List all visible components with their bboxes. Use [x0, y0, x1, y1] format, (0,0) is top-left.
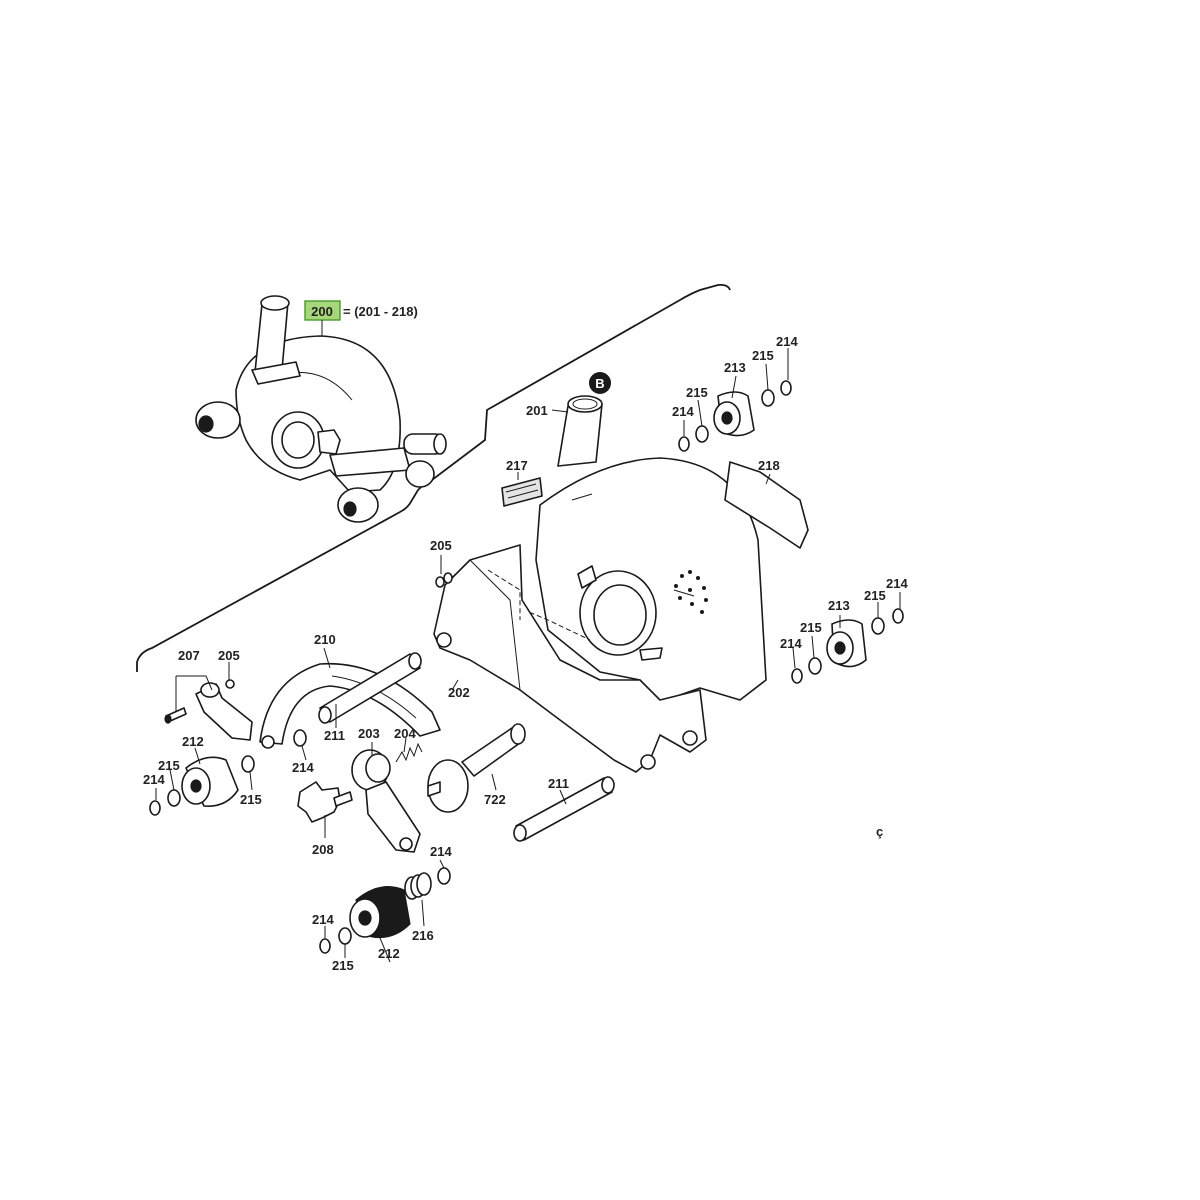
- label-214-d: 214: [780, 636, 802, 651]
- roller-213-upper: [713, 391, 755, 437]
- screws-205: [225, 572, 453, 689]
- label-216: 216: [412, 928, 434, 943]
- label-215-a: 215: [686, 385, 708, 400]
- label-214-g: 214: [430, 844, 452, 859]
- bracket-203: [351, 749, 421, 853]
- label-215-b: 215: [752, 348, 774, 363]
- label-215-c: 215: [864, 588, 886, 603]
- seal-strip-218: [724, 461, 809, 549]
- roller-212-left: [181, 756, 239, 807]
- label-212-left: 212: [182, 734, 204, 749]
- label-202: 202: [448, 685, 470, 700]
- label-204: 204: [394, 726, 416, 741]
- label-201: 201: [526, 403, 548, 418]
- label-205-upper: 205: [430, 538, 452, 553]
- spring-216: [404, 872, 432, 900]
- roller-212-bottom: [349, 886, 411, 939]
- lever-207: [164, 682, 253, 741]
- roller-213-lower: [826, 619, 867, 668]
- label-212-bottom: 212: [378, 946, 400, 961]
- label-plate-217: [501, 477, 543, 507]
- pin-211-lower: [513, 776, 615, 842]
- label-722: 722: [484, 792, 506, 807]
- label-215-e: 215: [158, 758, 180, 773]
- label-215-g: 215: [332, 958, 354, 973]
- label-205-lower: 205: [218, 648, 240, 663]
- side-handle-722: [427, 723, 526, 813]
- assembly-number-label: 200: [311, 304, 333, 319]
- label-207: 207: [178, 648, 200, 663]
- leader-lines: [155, 348, 901, 963]
- reference-marker-letter: B: [595, 376, 604, 391]
- label-214-e: 214: [143, 772, 165, 787]
- label-214-f: 214: [292, 760, 314, 775]
- label-211-upper: 211: [324, 728, 345, 743]
- label-203: 203: [358, 726, 380, 741]
- label-208: 208: [312, 842, 334, 857]
- assembly-range-label: = (201 - 218): [343, 304, 418, 319]
- label-218: 218: [758, 458, 780, 473]
- label-210: 210: [314, 632, 336, 647]
- retaining-rings: [149, 380, 904, 954]
- label-214-h: 214: [312, 912, 334, 927]
- guard-vent-holes: [674, 570, 708, 614]
- assembly-overview-drawing: [195, 295, 447, 523]
- label-215-f: 215: [240, 792, 262, 807]
- guard-plate-202: [433, 544, 707, 773]
- label-214-b: 214: [776, 334, 798, 349]
- label-214-a: 214: [672, 404, 694, 419]
- reference-marker-b: [589, 372, 611, 394]
- label-215-d: 215: [800, 620, 822, 635]
- label-213-upper: 213: [724, 360, 746, 375]
- spring-204: [395, 742, 423, 763]
- star-knob-208: [297, 781, 341, 823]
- label-211-lower: 211: [548, 776, 569, 791]
- label-213-lower: 213: [828, 598, 850, 613]
- label-214-c: 214: [886, 576, 908, 591]
- guard-housing-201: [499, 395, 767, 703]
- edge-fragment-text: ç: [876, 824, 883, 839]
- label-217: 217: [506, 458, 528, 473]
- pin-211-upper: [318, 652, 422, 724]
